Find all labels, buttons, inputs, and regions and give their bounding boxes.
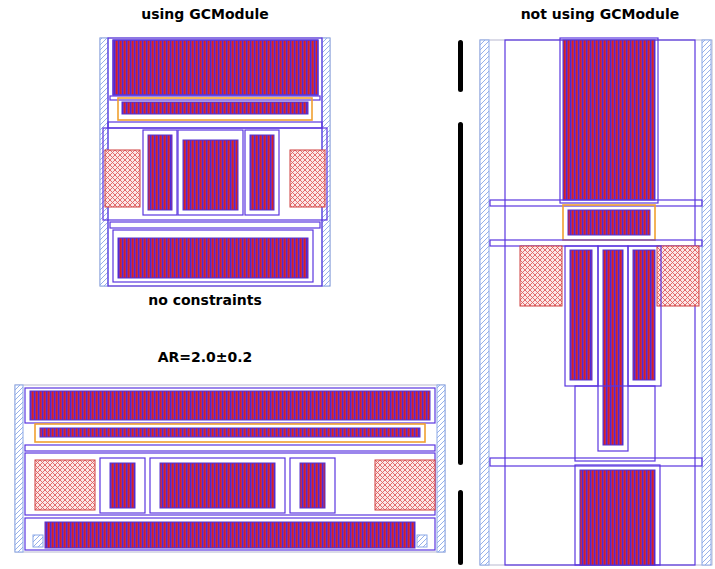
layout-shape [603,250,623,445]
layout-shape [563,40,655,200]
layout-shape [480,40,712,565]
layout-shape [45,522,415,548]
layout-shape [113,40,318,95]
layout-shape [33,535,43,547]
layout-shape [113,40,318,95]
layout-shape [40,428,420,437]
layout-shape [110,222,320,228]
layout-shape [565,246,598,386]
layout-shape [657,246,699,306]
layout-shape [560,38,658,203]
caption-label: AR=2.0±0.2 [156,348,255,366]
layout-shape [290,150,325,207]
layout-shape [417,535,427,547]
layout-shape [100,38,330,286]
layout-shape [105,150,140,207]
layout-shape [568,210,650,235]
layout-shape [25,388,435,423]
layout-shape [110,463,135,508]
layout-shape [575,386,655,461]
layout-shape [143,130,177,215]
layout-shape [108,122,322,128]
layout-shape [118,98,312,120]
layout-shape [290,458,335,513]
caption-label: no constraints [146,291,264,309]
layout-shape [633,250,655,380]
layout-shape [148,135,172,210]
caption-label: using GCModule [139,5,271,23]
layout-shape [15,385,23,552]
layout-shape [580,470,655,565]
layout-shape [30,391,430,420]
layout-shape [183,140,238,210]
layout-shape [118,238,308,278]
layout-shape [25,445,435,451]
layout-shape [122,102,308,114]
layout-shape [490,240,702,246]
separator-bar [458,490,463,565]
layout-shape [178,130,243,215]
layout-shape [563,205,655,240]
layout-shape [520,246,562,306]
layout-shape [575,465,660,565]
layout-shape [160,463,275,508]
layout-shape [437,385,445,552]
layout-shape [113,230,313,282]
layout-shape [628,246,661,386]
layout-shape [15,385,445,552]
layout-shape [150,458,285,513]
layout-shape [480,40,489,565]
layout-shape [702,40,711,565]
layout-shape [100,458,145,513]
layout-shape [35,460,95,510]
layout-shape [375,460,435,510]
layout-shape [25,518,435,550]
layout-shape [250,135,274,210]
layout-shape [25,453,435,515]
layout-shape [245,130,279,215]
caption-label: not using GCModule [519,5,682,23]
layout-shape [300,463,325,508]
layout-shape [103,128,327,220]
separator-bar [458,122,463,465]
layout-shape [570,250,592,380]
layout-shape [598,246,628,451]
separator-bar [458,40,463,92]
layout-shape [35,424,425,442]
